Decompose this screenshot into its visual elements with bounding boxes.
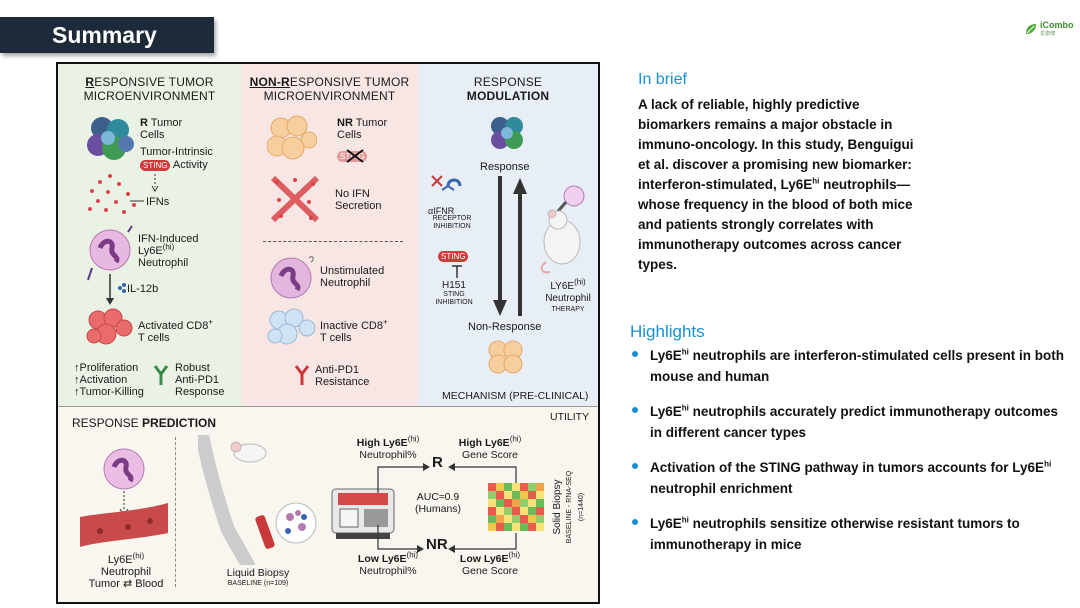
receptor-inhibitor-icon [431,175,462,191]
highlight-item: Ly6Ehi neutrophils sensitize otherwise r… [630,513,1070,555]
liquid-biopsy-icon [198,435,317,565]
nonresponsive-header: NON-RESPONSIVE TUMOR MICROENVIRONMENT [249,75,410,103]
bullet-icon [632,519,638,525]
logo-subtext: 爱康博 [1040,31,1056,37]
mouse-therapy-icon [540,185,585,274]
ifn-neutrophil-icon [87,225,133,281]
sting-activity: STING Activity [140,159,208,171]
prediction-arrows-icon [377,463,517,553]
highlight-item: Activation of the STING pathway in tumor… [630,457,1070,499]
sting-mod: STING [438,250,469,262]
brief-text: A lack of reliable, highly predictive bi… [638,97,914,272]
prediction-separator [175,437,177,587]
brand-logo: iCombo 爱康博 [1024,20,1074,37]
antibody-red-icon [294,365,310,385]
brief-heading: In brief [638,71,687,88]
nonresponsive-panel: NON-RESPONSIVE TUMOR MICROENVIRONMENT NR… [241,64,418,406]
highlights-heading: Highlights [630,322,705,341]
ifn-dots-icon [88,174,144,214]
auc-label: AUC≈0.9(Humans) [414,491,462,515]
flow-cytometer-icon [331,488,395,539]
r-tumor-cells-icon [87,117,134,160]
low-neutrophil-label: Low Ly6E(hi)Neutrophil% [357,550,419,577]
dashed-arrow-icon [151,174,159,192]
leaf-logo-icon [1026,23,1036,34]
bullet-icon [632,351,638,357]
activated-cd8-label: Activated CD8+T cells [138,317,213,344]
slide-title: Summary [0,17,214,53]
h151-label: H151 [442,280,466,291]
mechanism-label: MECHANISM (PRE-CLINICAL) [442,390,589,402]
response-label: Response [480,161,530,173]
activated-cd8-icon [86,308,133,345]
nonresponse-label: Non-Response [468,321,542,333]
nr-outcome: NR [426,536,448,553]
nr-tumor-cells-icon [267,115,317,160]
nonresponse-tumor-icon [488,340,523,374]
ifns-label: IFNs [146,196,170,208]
tumor-blood-icon [80,448,168,547]
graphical-abstract: RESPONSIVE TUMOR MICROENVIRONMENT R Tumo… [56,62,600,604]
inactive-cd8-label: Inactive CD8+T cells [320,317,388,344]
r-outcome: R [432,454,443,471]
liquid-biopsy-label: Liquid Biopsy [226,567,290,579]
inactive-cd8-icon [267,308,316,345]
responsive-header: RESPONSIVE TUMOR MICROENVIRONMENT [83,75,216,103]
responsive-panel: RESPONSIVE TUMOR MICROENVIRONMENT R Tumo… [58,64,241,406]
bullet-icon [632,407,638,413]
sting-inactive: STING [337,150,368,162]
high-neutrophil-label: High Ly6E(hi)Neutrophil% [356,434,420,461]
intrinsic-label: Tumor-Intrinsic [140,146,213,158]
effects-list: ↑Proliferation↑Activation↑Tumor-Killing [74,362,144,398]
inhibition-icon [452,265,462,278]
antibody-icon [153,365,169,385]
logo-text: iCombo [1040,20,1074,30]
unstimulated-neutrophil-icon [270,256,314,299]
therapy-label: THERAPY [551,306,585,313]
aifnr-label: αIFNR [428,206,455,216]
dashed-divider [263,241,403,242]
highlight-item: Ly6Ehi neutrophils are interferon-stimul… [630,345,1070,387]
heatmap-icon [488,483,544,531]
cross-icon [346,149,364,163]
ly6e-therapy-label: LY6E(hi)Neutrophil [545,277,591,304]
high-gene-label: High Ly6E(hi)Gene Score [458,434,522,461]
bullet-icon [632,463,638,469]
low-gene-label: Low Ly6E(hi)Gene Score [459,550,521,577]
liquid-baseline-label: BASELINE (n=109) [227,580,289,587]
utility-label: UTILITY [550,411,590,423]
bidirectional-arrows-icon [493,176,527,316]
prediction-header: RESPONSE PREDICTION [72,416,217,430]
response-tumor-icon [491,117,523,149]
prediction-panel: UTILITY RESPONSE PREDICTION Ly6E(hi)Neut… [58,406,598,602]
highlights-list: Ly6Ehi neutrophils are interferon-stimul… [630,345,1070,569]
il12b-label: IL-12b [127,283,159,295]
highlight-item: Ly6Ehi neutrophils accurately predict im… [630,401,1070,443]
down-arrow-icon [106,274,126,305]
no-ifn-icon [270,175,320,223]
